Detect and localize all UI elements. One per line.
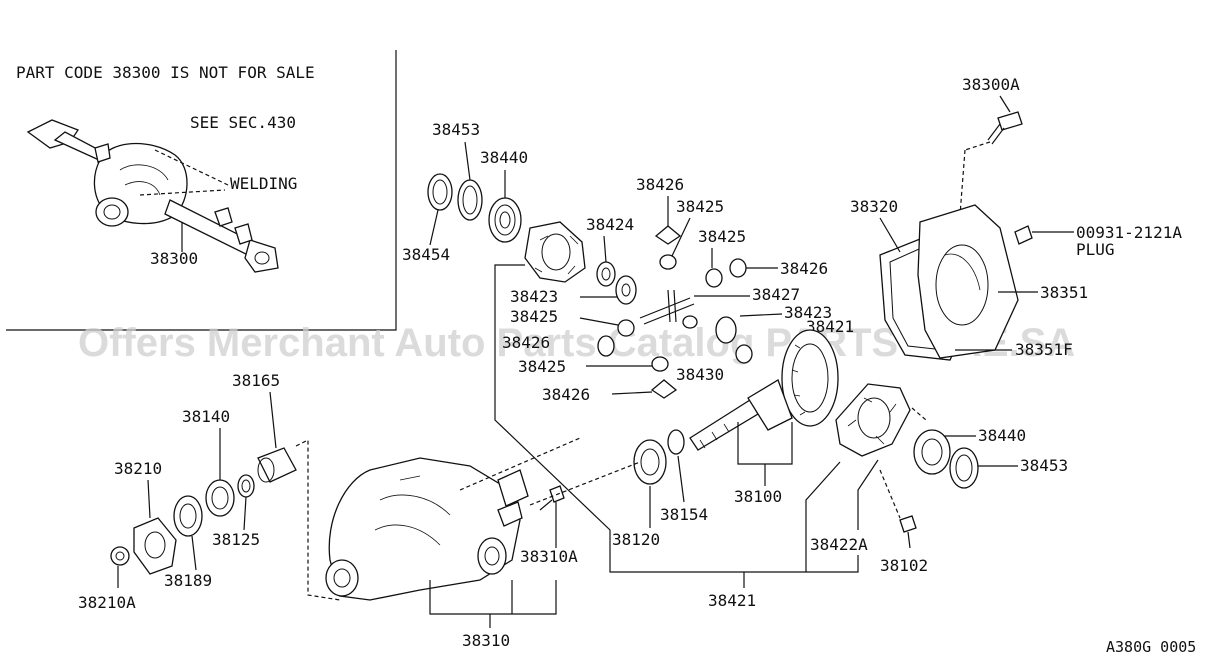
leader-38100: [737, 422, 793, 465]
pinion-38425-b: [705, 268, 723, 288]
label-38425-a: 38425: [676, 197, 724, 216]
label-38310: 38310: [462, 631, 510, 650]
washer-38426-d: [650, 379, 678, 399]
leader-38422A: [857, 459, 879, 530]
thrust-washer-38424: [596, 261, 616, 287]
side-gear-38423-a: [615, 275, 637, 305]
diagram-code: A380G 0005: [1106, 638, 1196, 656]
nut-38210A: [110, 546, 130, 566]
leader-38320: [879, 217, 901, 253]
pinion-38425-a: [659, 254, 677, 270]
oil-seal-38189: [173, 495, 203, 537]
label-38453-bot: 38453: [1020, 456, 1068, 475]
cover-38351: [917, 204, 1019, 359]
label-38320: 38320: [850, 197, 898, 216]
upper-bearing-group: 38453 38440 38454 38421: [402, 120, 859, 573]
label-38310A: 38310A: [520, 547, 578, 566]
label-38421-bot: 38421: [708, 591, 756, 610]
leader-38310: [429, 580, 557, 615]
label-38125: 38125: [212, 530, 260, 549]
ring-pinion-group: 38100 38120 38154: [612, 329, 839, 549]
cap-38310-part: [497, 469, 529, 507]
leader-38300A: [999, 95, 1011, 113]
label-38102: 38102: [880, 556, 928, 575]
label-38351: 38351: [1040, 283, 1088, 302]
label-38423-a: 38423: [510, 287, 558, 306]
side-gear-38423-b: [715, 316, 737, 344]
diff-case-right-group: 38440 38453 38102 38422A 38421: [708, 383, 1068, 610]
axle-housing-label: 38300: [150, 249, 198, 268]
label-38351F: 38351F: [1015, 340, 1073, 359]
leader-38421-ring: [805, 461, 841, 572]
carrier-housing-38310: 38310A: [325, 437, 641, 601]
label-38189: 38189: [164, 571, 212, 590]
flange-38210: [133, 517, 177, 575]
label-38440-top: 38440: [480, 148, 528, 167]
drive-pinion-38100: [689, 379, 793, 451]
washer-38426-c: [597, 335, 615, 357]
label-plug: PLUG: [1076, 240, 1115, 259]
see-section-note: SEE SEC.430: [190, 113, 296, 132]
label-38440-bot: 38440: [978, 426, 1026, 445]
assembly-dash-left: [295, 439, 341, 601]
label-38154: 38154: [660, 505, 708, 524]
washer-38426-a: [654, 225, 682, 245]
label-00931-2121A: 00931-2121A: [1076, 223, 1182, 242]
label-38425-d: 38425: [518, 357, 566, 376]
pinion-38425-d: [651, 356, 669, 372]
label-38424: 38424: [586, 215, 634, 234]
label-38430: 38430: [676, 365, 724, 384]
label-38454: 38454: [402, 245, 450, 264]
bolt-38102: [879, 469, 917, 549]
leader-38421-case: [494, 264, 859, 573]
label-38426-a: 38426: [636, 175, 684, 194]
label-38120: 38120: [612, 530, 660, 549]
label-38423-b: 38423: [784, 303, 832, 322]
pinion-shaft-38427: [639, 289, 695, 325]
seal-38454: [427, 173, 453, 211]
label-38100: 38100: [734, 487, 782, 506]
bearing-38120: [633, 439, 667, 485]
label-38140: 38140: [182, 407, 230, 426]
label-38210: 38210: [114, 459, 162, 478]
label-38425-b: 38425: [698, 227, 746, 246]
bolt-38300A: [959, 111, 1023, 216]
companion-flange-group: 38210A 38210 38189 38140 38125: [78, 371, 341, 612]
label-38426-c: 38426: [502, 333, 550, 352]
label-38300A: 38300A: [962, 75, 1020, 94]
spacer-38154: [667, 429, 685, 455]
bearing-38440-lower: [913, 429, 951, 475]
diff-case-38421: [524, 221, 586, 283]
diff-case-38422A: [835, 383, 911, 457]
label-38425-c: 38425: [510, 307, 558, 326]
label-38426-d: 38426: [542, 385, 590, 404]
welding-label: WELDING: [230, 174, 297, 193]
inset-border: [6, 50, 397, 331]
pin-38427-part: [682, 315, 698, 329]
bearing-38140: [205, 479, 235, 517]
spacer-38165: [257, 447, 297, 483]
cover-group: 38300A 38320 38351 00931-2121A PLUG 3835…: [850, 75, 1182, 361]
bolt-38310A: [539, 485, 565, 511]
label-38422A: 38422A: [810, 535, 868, 554]
leader-38454: [429, 209, 439, 246]
spacer-38125: [237, 474, 255, 498]
label-38427: 38427: [752, 285, 800, 304]
axle-housing-illustration: [26, 119, 279, 273]
pinion-38425-c: [617, 319, 635, 337]
inset-panel: PART CODE 38300 IS NOT FOR SALE SEE SEC.…: [6, 50, 397, 331]
side-gear-group: 38426 38425 38424 38425 38426 38423 3842…: [502, 175, 832, 404]
washer-38426-b: [729, 258, 747, 278]
label-38426-b: 38426: [780, 259, 828, 278]
not-for-sale-note: PART CODE 38300 IS NOT FOR SALE: [16, 63, 315, 82]
seal-38453-lower: [949, 447, 979, 489]
leader-38453-top: [464, 141, 471, 181]
label-38453-top: 38453: [432, 120, 480, 139]
washer-38426-side: [735, 344, 753, 364]
plug-00931-2121A: [1014, 225, 1074, 245]
ring-gear-38100: [781, 329, 839, 427]
label-38165: 38165: [232, 371, 280, 390]
label-38210A: 38210A: [78, 593, 136, 612]
